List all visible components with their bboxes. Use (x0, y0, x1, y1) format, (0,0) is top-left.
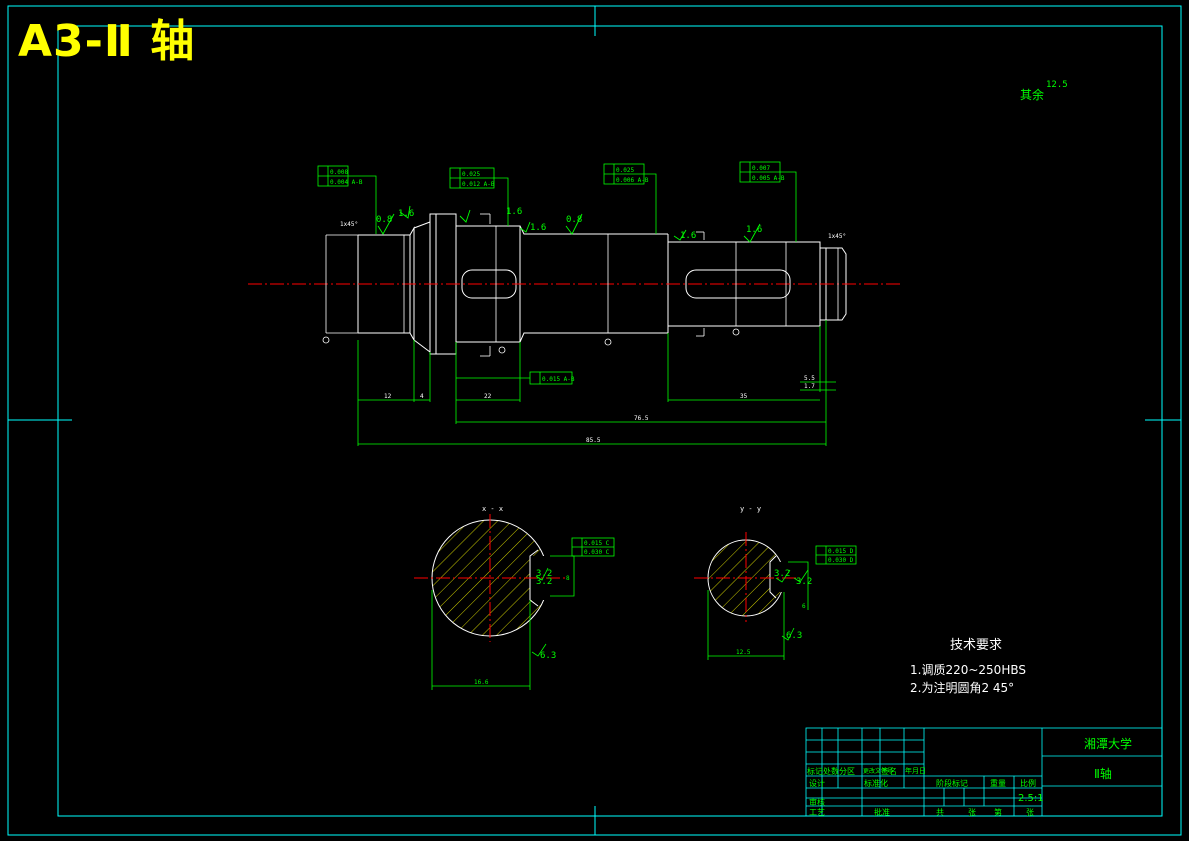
rough-6: 1.6 (680, 231, 696, 241)
tech-req-heading: 技术要求 (950, 638, 1003, 653)
rough-5: 0.8 (566, 215, 582, 225)
tol-6b: 0.030 C (584, 549, 610, 556)
tb-signature: 签名 (881, 767, 897, 776)
page-title: A3-Ⅱ 轴 (18, 16, 196, 67)
tol-5: 0.015 A-B (542, 376, 575, 383)
section-label-left: x - x (482, 505, 503, 513)
rough-3: 1.6 (506, 207, 522, 217)
rough-4: 1.6 (530, 223, 546, 233)
tech-req-item-1: 1.调质220~250HBS (910, 663, 1026, 677)
tb-standardization: 标准化 (864, 779, 888, 788)
dim-seg-2: 4 (420, 393, 424, 400)
outer-frame (7, 5, 1182, 836)
rough-9: 3.2 (536, 577, 552, 587)
tb-review: 审核 (809, 798, 825, 807)
dim-seg-1: 12 (384, 393, 392, 400)
tb-weight: 重量 (990, 779, 1006, 788)
tech-req-item-2: 2.为注明圆角2 45° (910, 681, 1015, 695)
length-dimensions (357, 320, 836, 446)
tol-1b: 0.004 A-B (330, 179, 363, 186)
section-x-view: 0.015 C 0.030 C 3.2 3.2 6.3 16.6 8 (414, 514, 615, 690)
tb-stage-mark: 阶段标记 (936, 779, 968, 788)
rough-13: 6.3 (786, 631, 802, 641)
tb-process: 工艺 (809, 808, 825, 817)
tb-date: 年月日 (905, 767, 926, 775)
roughness-symbols (377, 205, 761, 243)
dim-key-depth-left: 16.6 (474, 679, 489, 686)
dim-keyway-len: 22 (484, 393, 492, 400)
dim-length-mid: 76.5 (634, 415, 649, 422)
title-block (805, 727, 1163, 817)
dim-small-1: 5.5 (804, 375, 815, 382)
title-block-university: 湘潭大学 (1084, 737, 1133, 751)
roughness-default-label: 其余 (1020, 88, 1045, 102)
dim-key-width-left: 8 (566, 575, 570, 582)
tb-design: 设计 (809, 779, 825, 788)
rough-2: 1.6 (398, 209, 414, 219)
rough-7: 1.6 (746, 225, 762, 235)
tol-7b: 0.030 D (828, 557, 854, 564)
title-block-part-name: Ⅱ轴 (1094, 767, 1112, 781)
tb-count: 处数 (823, 767, 839, 776)
tolerance-frames (317, 161, 797, 385)
tol-3a: 0.025 (616, 167, 634, 174)
dim-key-width-right: 6 (802, 603, 806, 610)
tb-approve: 批准 (874, 808, 890, 817)
tol-2b: 0.012 A-B (462, 181, 495, 188)
rough-12: 3.2 (796, 577, 812, 587)
rough-10: 6.3 (540, 651, 556, 661)
section-y-view: 0.015 D 0.030 D 3.2 3.2 6.3 12.5 6 (694, 532, 857, 660)
tol-7a: 0.015 D (828, 548, 854, 555)
dim-chamfer-right: 1x45° (828, 233, 846, 240)
tol-4a: 0.007 (752, 165, 770, 172)
tb-zone: 分区 (839, 767, 855, 776)
technical-requirements: 技术要求 1.调质220~250HBS 2.为注明圆角2 45° (910, 634, 1026, 697)
dim-small-2: 1.7 (804, 383, 815, 390)
dim-chamfer-left: 1x45° (340, 221, 358, 228)
tb-scale-label: 比例 (1020, 779, 1036, 788)
tb-change-doc: 更改文件号 (863, 768, 894, 775)
tol-2a: 0.025 (462, 171, 480, 178)
tol-1a: 0.008 (330, 169, 348, 176)
title-block-scale: 2.5:1 (1018, 793, 1044, 804)
tol-4b: 0.005 A-B (752, 175, 785, 182)
diameter-dimensions (325, 226, 839, 342)
tb-sheet-unit-1: 张 (968, 808, 976, 817)
section-markers (480, 213, 705, 357)
tol-6a: 0.015 C (584, 540, 610, 547)
roughness-default-value: 12.5 (1046, 80, 1068, 90)
dim-length-total: 85.5 (586, 437, 601, 444)
tb-sheet-of: 第 (994, 808, 1002, 817)
dim-key-depth-right: 12.5 (736, 649, 751, 656)
section-label-right: y - y (740, 505, 761, 513)
tol-3b: 0.006 A-B (616, 177, 649, 184)
rough-1: 0.8 (376, 215, 392, 225)
tb-sheet-unit-2: 张 (1026, 808, 1034, 817)
inner-frame (57, 25, 1163, 817)
tb-mark: 标记 (807, 767, 823, 776)
dim-seg-right: 35 (740, 393, 748, 400)
datum-symbols (322, 328, 740, 354)
tb-sheets-total: 共 (936, 808, 944, 817)
rough-8: 3.2 (536, 569, 552, 579)
rough-11: 3.2 (774, 569, 790, 579)
